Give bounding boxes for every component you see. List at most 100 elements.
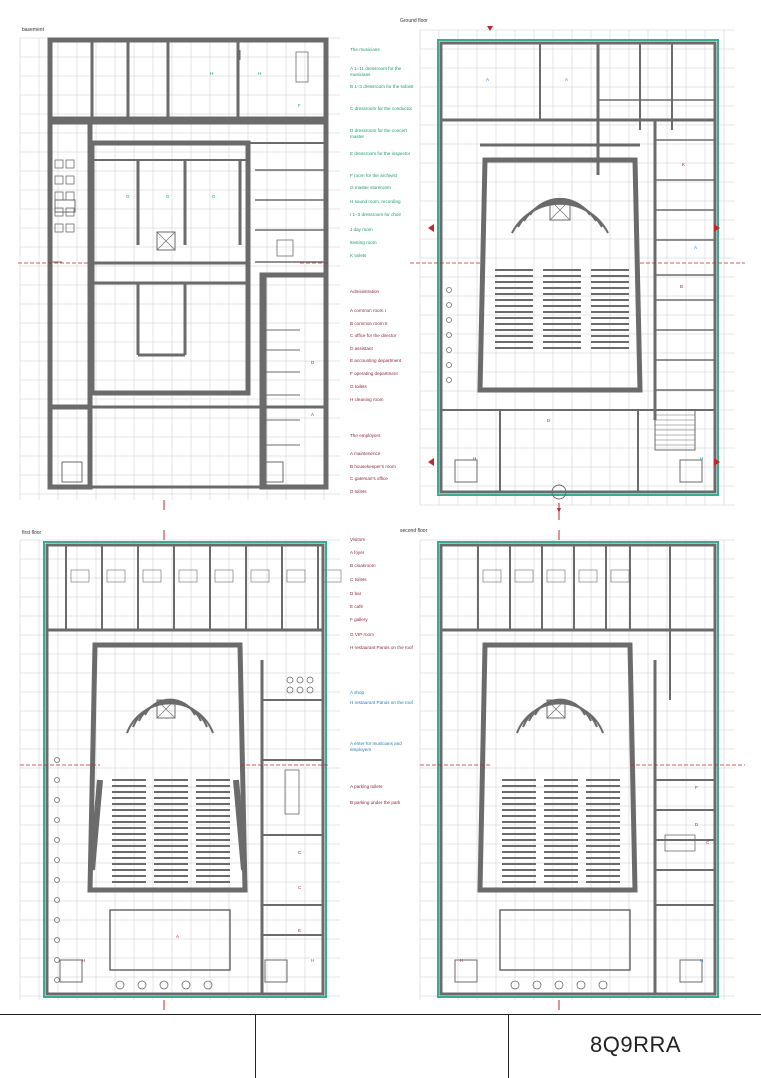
legend-visitors-item: C toilets: [350, 577, 367, 582]
column: [446, 362, 452, 368]
legend-parking-item: B parking under the park: [350, 800, 401, 805]
legend-musicians-item: C dressroom for the conductor: [350, 106, 413, 111]
legend-musicians-title: The musicians: [350, 47, 380, 52]
legend-musicians-item: J day room: [350, 227, 373, 232]
legend-musicians-item: G master storeroom: [350, 185, 391, 190]
second-foyer: [499, 909, 631, 971]
ground-teal-outline: [437, 39, 719, 496]
choir-seats: [132, 701, 208, 728]
first-teal-outline: [43, 541, 327, 998]
room-label-c: C: [298, 885, 302, 890]
dressroom: [142, 569, 162, 583]
dressroom: [482, 569, 502, 583]
first-stair: [264, 959, 288, 983]
room-label-f: F: [695, 785, 698, 790]
legend-admin-item: D assistant: [350, 346, 373, 351]
entry-arrow: [714, 458, 720, 466]
room-label-c: C: [298, 850, 302, 855]
legend-admin-item: G toilets: [350, 384, 367, 389]
cafe-table: [286, 686, 294, 694]
second-table: [664, 834, 696, 852]
cafe-table: [306, 676, 314, 684]
room-label-h: H: [258, 71, 262, 76]
floor-plans: [18, 26, 745, 1010]
title-block: [0, 1014, 761, 1078]
basement-column: [54, 223, 64, 233]
room-label-h: H: [700, 456, 704, 461]
legend-admin-item: B common room II: [350, 321, 388, 326]
cafe-table: [137, 980, 147, 990]
dressroom: [250, 569, 270, 583]
room-label-f: F: [298, 103, 301, 108]
dressroom: [610, 569, 630, 583]
room-label-a: A: [176, 934, 179, 939]
floor-title-ground: Ground floor: [400, 18, 428, 24]
legend-employers-item: D toilets: [350, 489, 367, 494]
cafe-table: [181, 980, 191, 990]
entry-arrow: [557, 508, 561, 513]
floor-title-basement: basement: [22, 27, 44, 33]
room-label-g: G: [126, 194, 130, 199]
basement-stair: [61, 461, 83, 483]
ground-stage: [549, 199, 571, 221]
second-teal-outline: [437, 541, 719, 998]
dressroom: [70, 569, 90, 583]
basement-stair: [156, 231, 176, 251]
room-label-h: H: [311, 958, 315, 963]
basement-stair: [156, 231, 176, 251]
basement-hall-wall: [89, 140, 251, 396]
legend-entry-item: A enter for musicians and employers: [350, 741, 402, 752]
room-label-d: D: [547, 418, 551, 423]
dressroom: [214, 569, 234, 583]
cafe-table: [306, 686, 314, 694]
room-label-d: D: [311, 360, 315, 365]
choir-seats: [511, 202, 609, 234]
legend-musicians-item: A 1÷11 dressroom for the musicians: [350, 66, 402, 77]
column: [54, 757, 60, 763]
second-stage: [546, 699, 566, 719]
legend-visitors-item: H restaurant Parois on the roof: [350, 645, 413, 650]
column: [54, 777, 60, 783]
drawing-code: 8Q9RRA: [590, 1032, 682, 1057]
legend-visitors-item: D bar: [350, 591, 362, 596]
legend-musicians-item: Itesting room: [350, 240, 377, 245]
choir-seats: [126, 702, 214, 734]
legend-musicians-item: F room for the archivist: [350, 173, 397, 178]
second-stage: [546, 699, 566, 719]
first-stage: [156, 699, 176, 719]
room-label-a: A: [486, 77, 489, 82]
north-arrow: [487, 26, 493, 31]
column: [54, 817, 60, 823]
first-table: [284, 769, 300, 815]
legend-admin-item: C office for the director: [350, 333, 397, 338]
dressroom: [106, 569, 126, 583]
column: [54, 797, 60, 803]
legend-shop-item: A shop: [350, 690, 365, 695]
legend-musicians-item: E dressroom for the inspector: [350, 151, 411, 156]
column: [446, 332, 452, 338]
column: [54, 877, 60, 883]
basement-column: [65, 175, 75, 185]
room-label-e: E: [298, 928, 301, 933]
legend-admin-title: Administration: [350, 289, 380, 294]
first-hall-wall: [87, 642, 248, 893]
basement-stair: [262, 461, 284, 483]
legend-visitors-item: E café: [350, 604, 364, 609]
column: [446, 347, 452, 353]
entry-arrow: [428, 224, 434, 232]
legend-employers-item: A maintenence: [350, 451, 381, 456]
basement-table: [295, 51, 309, 83]
ground-stage: [549, 199, 571, 221]
room-label-h: H: [210, 71, 214, 76]
title-block-cell: [0, 1015, 256, 1078]
cafe-table: [510, 980, 520, 990]
legend-visitors-item: A foyer: [350, 550, 365, 555]
legend-visitors-title: Visitors: [350, 537, 365, 542]
column: [446, 302, 452, 308]
legend-visitors-item: B cloakroom: [350, 563, 376, 568]
second-outer-wall: [439, 543, 717, 996]
ground-stair: [454, 459, 478, 483]
ground-outer-wall: [439, 41, 717, 494]
basement-column: [54, 175, 64, 185]
